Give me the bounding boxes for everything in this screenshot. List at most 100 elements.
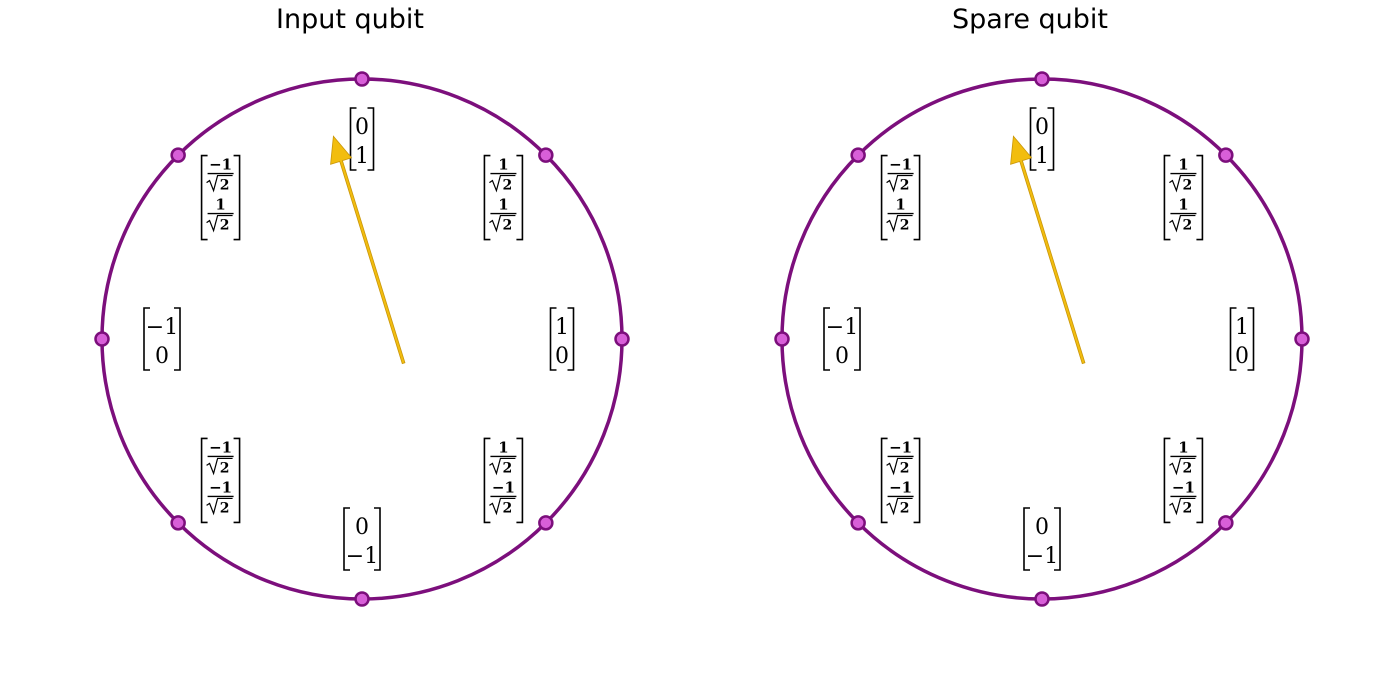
left-bracket <box>200 154 208 241</box>
left-bracket <box>880 154 888 241</box>
sqrt-radicand: 2 <box>1183 500 1193 516</box>
state-point <box>774 331 790 347</box>
vector-entry-bottom: 0 <box>1235 344 1249 369</box>
right-bracket <box>516 437 524 524</box>
vector-entry-top: 1 <box>555 315 569 340</box>
state-vector-label: −12−12 <box>880 437 921 524</box>
state-point <box>1218 147 1234 163</box>
right-bracket <box>374 507 381 571</box>
state-point <box>1034 591 1050 607</box>
state-point <box>354 591 370 607</box>
left-bracket <box>880 437 888 524</box>
fraction-numerator: 1 <box>1178 438 1188 456</box>
sqrt-sign <box>206 214 233 233</box>
left-bracket <box>1029 107 1037 171</box>
sqrt-radicand: 2 <box>220 460 230 476</box>
right-bracket <box>567 307 575 371</box>
vector-entry-top: 0 <box>355 115 369 140</box>
state-point <box>538 147 554 163</box>
right-bracket <box>233 154 241 241</box>
state-point <box>94 331 110 347</box>
right-bracket <box>174 307 181 371</box>
vector-entry-bottom: 0 <box>555 344 569 369</box>
fraction-numerator: 1 <box>215 196 225 214</box>
state-vector-label: 01 <box>349 107 375 171</box>
fraction-numerator: 1 <box>498 156 508 174</box>
state-point <box>614 331 630 347</box>
vector-entry-bottom: 0 <box>155 344 169 369</box>
sqrt-sign <box>489 174 516 193</box>
sqrt-radicand: 2 <box>220 500 230 516</box>
sqrt-sign <box>886 214 913 233</box>
left-bracket <box>1163 154 1171 241</box>
fraction-numerator: −1 <box>492 478 515 496</box>
sqrt-sign <box>886 497 913 516</box>
state-vector-label: 10 <box>1229 307 1255 371</box>
sqrt-sign <box>206 457 233 476</box>
state-point <box>354 71 370 87</box>
state-vector-label: −10 <box>823 307 861 371</box>
left-bracket <box>1163 437 1171 524</box>
state-vector-label: 0−1 <box>1023 507 1061 571</box>
fraction-numerator: −1 <box>209 156 232 174</box>
sqrt-sign <box>1169 457 1196 476</box>
vector-entry-top: 0 <box>1035 115 1049 140</box>
sqrt-radicand: 2 <box>900 460 910 476</box>
fraction-numerator: −1 <box>1172 478 1195 496</box>
sqrt-radicand: 2 <box>1183 460 1193 476</box>
state-vector-label: 1 2 −1 2 <box>1163 437 1204 524</box>
sqrt-sign <box>489 457 516 476</box>
fraction-numerator: 1 <box>498 196 508 214</box>
right-bracket <box>854 307 861 371</box>
fraction-numerator: −1 <box>889 156 912 174</box>
left-bracket <box>1229 307 1237 371</box>
state-arrow <box>330 135 406 365</box>
state-vector-label: −10 <box>143 307 181 371</box>
right-bracket <box>1247 307 1255 371</box>
sqrt-radicand: 2 <box>503 460 513 476</box>
sqrt-radicand: 2 <box>1183 178 1193 194</box>
state-vector-label: 10 <box>549 307 575 371</box>
left-bracket <box>549 307 557 371</box>
right-bracket <box>233 437 241 524</box>
sqrt-radicand: 2 <box>900 500 910 516</box>
state-vector-label: 12−12 <box>483 437 524 524</box>
sqrt-radicand: 2 <box>900 178 910 194</box>
state-point <box>1034 71 1050 87</box>
vector-entry-top: −1 <box>826 315 858 340</box>
left-bracket <box>143 307 150 371</box>
state-point <box>850 515 866 531</box>
state-point <box>1294 331 1310 347</box>
fraction-numerator: 1 <box>498 438 508 456</box>
sqrt-sign <box>1169 174 1196 193</box>
right-bracket <box>1196 154 1204 241</box>
vector-entry-bottom: 1 <box>355 144 369 169</box>
right-bracket <box>913 154 921 241</box>
fraction-numerator: −1 <box>889 438 912 456</box>
left-bracket <box>483 154 491 241</box>
left-bracket <box>1023 507 1030 571</box>
vector-entry-top: 0 <box>355 515 369 540</box>
vector-entry-bottom: −1 <box>346 544 378 569</box>
vector-entry-bottom: 0 <box>835 344 849 369</box>
sqrt-sign <box>489 214 516 233</box>
left-bracket <box>200 437 208 524</box>
fraction-numerator: −1 <box>209 478 232 496</box>
panel-title: Spare qubit <box>951 4 1108 35</box>
state-vector-label: 01 <box>1029 107 1055 171</box>
sqrt-sign <box>886 457 913 476</box>
fraction-numerator: 1 <box>1178 196 1188 214</box>
state-vector-label: −12−12 <box>200 437 241 524</box>
fraction-numerator: 1 <box>895 196 905 214</box>
state-point <box>538 515 554 531</box>
right-bracket <box>516 154 524 241</box>
state-vector-label: 0−1 <box>343 507 381 571</box>
